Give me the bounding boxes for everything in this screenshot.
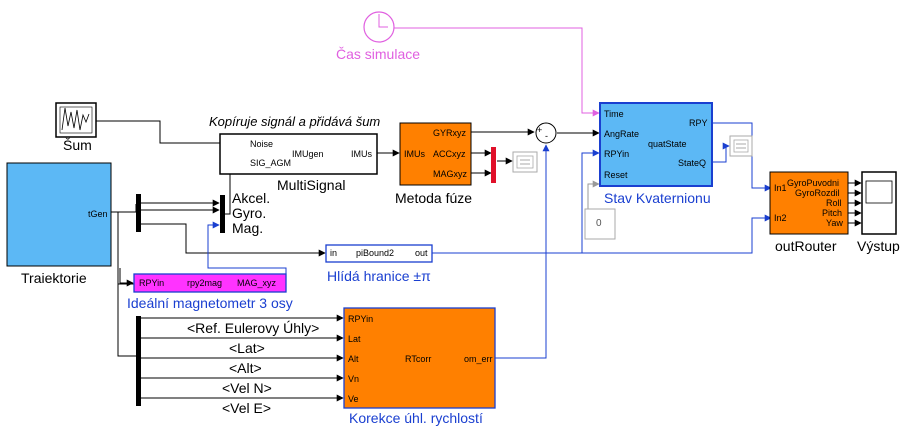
router-label: outRouter (775, 238, 837, 254)
scope-block[interactable] (861, 171, 897, 235)
router-block[interactable] (769, 171, 849, 235)
port-fu-mag: MAGxyz (433, 169, 468, 179)
imu-comment: Kopíruje signál a přidává šum (209, 114, 381, 129)
constant-value: 0 (596, 218, 602, 229)
bus-selector-2[interactable] (136, 316, 141, 406)
fusion-label: Metoda fúze (395, 190, 473, 206)
magneto-block[interactable] (133, 273, 287, 293)
port-ms-name: IMUgen (292, 149, 324, 159)
port-c-name: RTcorr (405, 354, 432, 364)
port-fu-gyr: GYRxyz (433, 128, 467, 138)
signal-lines (96, 27, 862, 402)
bus-selector-1[interactable] (136, 194, 141, 232)
port-c-out: om_err (464, 354, 493, 364)
port-ms-out: IMUs (351, 149, 372, 159)
fusion-block[interactable] (399, 122, 472, 186)
quat-block[interactable] (599, 102, 713, 187)
port-q-rpy: RPYin (604, 149, 630, 159)
noise-label: Šum (63, 137, 92, 153)
multisignal-label: MultiSignal (277, 177, 346, 193)
clock-icon (378, 14, 388, 28)
port-q-ang: AngRate (604, 129, 640, 139)
demux-red[interactable] (491, 147, 496, 183)
noise-block[interactable] (55, 102, 97, 138)
quat-label: Stav Kvaternionu (604, 190, 711, 206)
line-bound-out (432, 214, 772, 254)
noise-signal-icon (61, 107, 90, 131)
trajectory-label: Traiektorie (21, 270, 87, 286)
port-r-out2: GyroRozdil (795, 188, 840, 198)
port-m-name: rpy2mag (187, 278, 223, 288)
port-fu-acc: ACCxyz (433, 149, 466, 159)
sum-minus: - (545, 131, 548, 141)
bus-label-alt: <Alt> (229, 360, 262, 376)
multisignal-block[interactable] (219, 133, 378, 175)
line-mag-loop (117, 270, 136, 285)
port-r-in1: In1 (774, 183, 787, 193)
line-magxyz-mux (207, 221, 287, 283)
port-r-in2: In2 (774, 213, 787, 223)
scope-label: Výstup (857, 238, 900, 254)
bus-label-veln: <Vel N> (222, 380, 272, 396)
bound-label: Hlídá hranice ±π (327, 268, 431, 284)
mux-label-gyro: Gyro. (232, 205, 267, 221)
sum-plus: + (537, 125, 543, 135)
line-corr-sum (495, 144, 550, 359)
clock-block[interactable] (363, 11, 395, 43)
mux-bar[interactable] (220, 195, 225, 233)
port-b-name: piBound2 (356, 248, 395, 258)
mux-label-mag: Mag. (232, 220, 264, 236)
stateq-display[interactable] (729, 135, 753, 157)
port-r-out1: GyroPuvodni (787, 178, 840, 188)
port-c-rpy: RPYin (348, 314, 374, 324)
bus-label-lat: <Lat> (229, 340, 265, 356)
port-q-time: Time (604, 109, 624, 119)
port-tgen: tGen (88, 209, 108, 219)
trajectory-block[interactable] (6, 162, 112, 267)
line-clock-time (394, 27, 600, 117)
port-r-out3: Roll (826, 198, 842, 208)
line-noise (96, 120, 237, 147)
constant-block[interactable] (584, 208, 616, 240)
bus-label-vele: <Vel E> (222, 400, 272, 416)
line-bound-rpy (581, 149, 600, 253)
magneto-label: Ideální magnetometr 3 osy (127, 295, 293, 311)
line-rpy-bound (140, 223, 326, 257)
correction-block[interactable] (343, 307, 496, 409)
sum-block[interactable] (535, 122, 557, 144)
port-ms-noise: Noise (250, 139, 274, 149)
port-c-alt: Alt (348, 354, 359, 364)
line-tgen-down (117, 212, 136, 357)
bound-block[interactable] (325, 244, 433, 263)
port-r-out5: Yaw (826, 218, 843, 228)
port-fu-in: IMUs (404, 149, 425, 159)
port-c-vn: Vn (348, 374, 360, 384)
clock-label: Čas simulace (336, 46, 421, 62)
port-q-reset: Reset (604, 170, 628, 180)
correction-label: Korekce úhl. rychlostí (349, 410, 483, 426)
port-b-in: in (330, 248, 338, 258)
port-c-lat: Lat (348, 334, 361, 344)
terminator-block[interactable] (512, 151, 538, 173)
port-r-out4: Pitch (822, 208, 843, 218)
port-m-out: MAG_xyz (237, 278, 277, 288)
port-b-out: out (415, 248, 428, 258)
port-q-rpyout: RPY (689, 118, 708, 128)
port-q-name: quatState (648, 139, 687, 149)
port-m-in: RPYin (139, 278, 165, 288)
mux-label-accel: Akcel. (232, 190, 271, 206)
port-c-ve: Ve (348, 394, 359, 404)
bus-label-ref: <Ref. Eulerovy Úhly> (187, 320, 320, 336)
line-stateq (712, 142, 730, 163)
port-ms-sig: SIG_AGM (250, 158, 292, 168)
port-q-stateq: StateQ (678, 158, 707, 168)
